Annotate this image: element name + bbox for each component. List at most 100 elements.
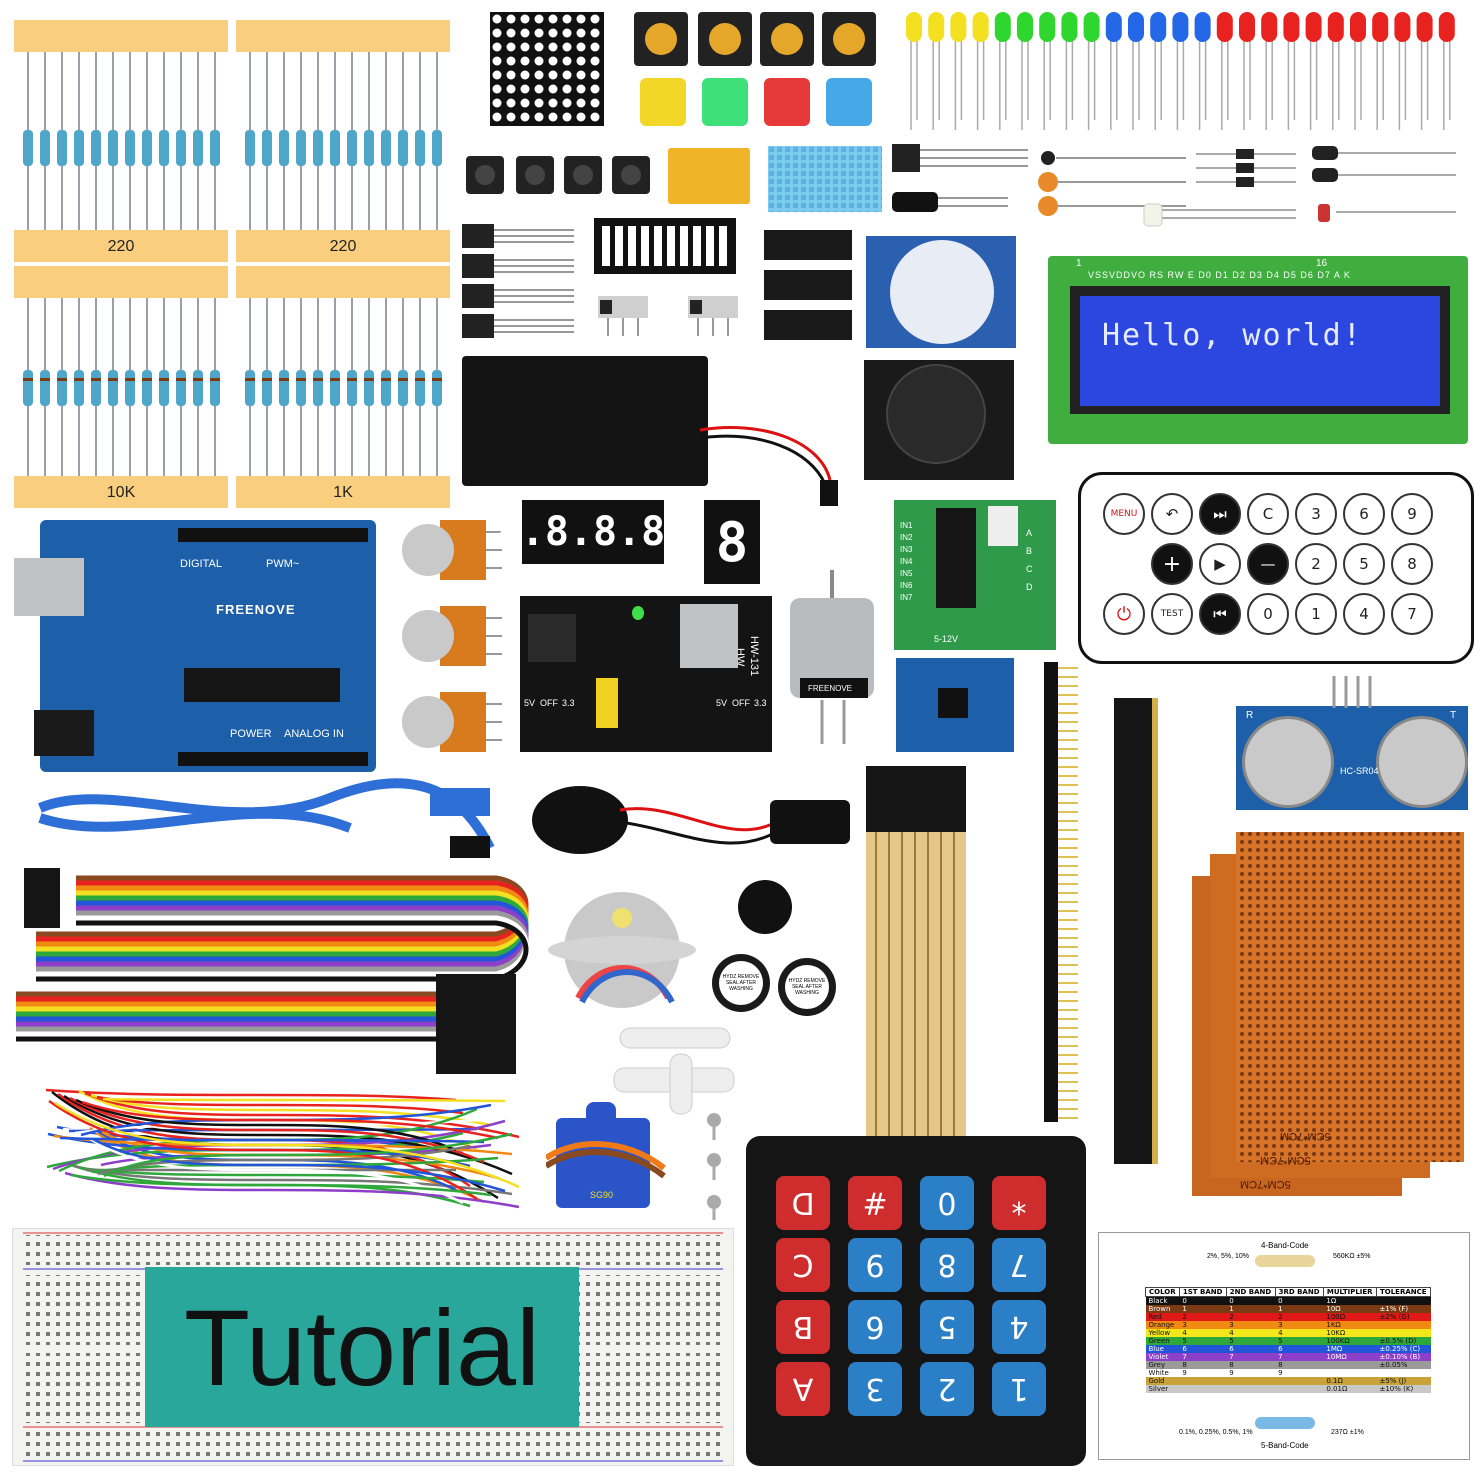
driver-voltage: 5-12V	[934, 634, 959, 644]
arduino-power-label: POWER	[230, 728, 272, 740]
passive-buzzer	[738, 880, 792, 934]
led	[1172, 12, 1189, 42]
remote-key-9[interactable]: 9	[1391, 493, 1433, 535]
remote-key-plus[interactable]: +	[1151, 543, 1193, 585]
remote-key-6[interactable]: 6	[1343, 493, 1385, 535]
remote-key-3[interactable]: 3	[1295, 493, 1337, 535]
keypad-key-C[interactable]: C	[776, 1238, 830, 1292]
chart-5band-title: 5-Band-Code	[1261, 1441, 1309, 1450]
keypad-key-2[interactable]: 2	[920, 1362, 974, 1416]
resistor-label: 1K	[333, 484, 353, 501]
chart-tol-bottom: 0.1%, 0.25%, 0.5%, 1%	[1179, 1429, 1253, 1436]
seven-segment-1digit: 8	[704, 500, 760, 584]
dc-motor: FREENOVE	[786, 570, 882, 746]
resistor-strip-220-a: 220	[14, 20, 228, 262]
driver-in6: IN6	[900, 581, 913, 590]
tactile-buttons	[632, 12, 878, 128]
led-dot-matrix	[490, 12, 604, 126]
male-pin-header	[1040, 662, 1080, 1122]
remote-key-back[interactable]: ↶	[1151, 493, 1193, 535]
arduino-brand: FREENOVE	[216, 602, 296, 617]
remote-key-0[interactable]: 0	[1247, 593, 1289, 635]
keypad-key-D[interactable]: D	[776, 1176, 830, 1230]
resistor-label: 220	[107, 238, 135, 255]
ir-receiver	[890, 140, 1030, 216]
led	[1438, 12, 1455, 42]
push-buttons-small	[464, 152, 654, 198]
remote-key-power[interactable]: ⏻	[1103, 593, 1145, 635]
keypad-key-8[interactable]: 8	[920, 1238, 974, 1292]
keypad-key-6[interactable]: 6	[848, 1300, 902, 1354]
arduino-digital-label: DIGITAL	[180, 558, 222, 570]
remote-key-c[interactable]: C	[1247, 493, 1289, 535]
remote-key-4[interactable]: 4	[1343, 593, 1385, 635]
remote-key-5[interactable]: 5	[1343, 543, 1385, 585]
keypad-key-7[interactable]: 7	[992, 1238, 1046, 1292]
led	[1416, 12, 1433, 42]
led	[994, 12, 1011, 42]
remote-key-menu[interactable]: MENU	[1103, 493, 1145, 535]
remote-key-prev[interactable]: ⏮	[1199, 593, 1241, 635]
tutorial-banner: Tutorial	[145, 1267, 579, 1427]
stepper-motor	[548, 878, 698, 1022]
usb-cable	[38, 778, 495, 858]
keypad-key-A[interactable]: A	[776, 1362, 830, 1416]
power-right-33: 3.3	[754, 698, 767, 708]
power-right-5v: 5V	[716, 698, 728, 708]
keypad-key-1[interactable]: 1	[992, 1362, 1046, 1416]
keypad-key-B[interactable]: B	[776, 1300, 830, 1354]
chart-example-5: 237Ω ±1%	[1331, 1429, 1364, 1436]
led	[1305, 12, 1322, 42]
power-left-33: 3.3	[562, 698, 575, 708]
led	[1194, 12, 1211, 42]
keypad-key-0[interactable]: 0	[920, 1176, 974, 1230]
battery-wires	[700, 425, 838, 506]
led-assortment	[904, 10, 1468, 132]
remote-key-2[interactable]: 2	[1295, 543, 1337, 585]
breadboard-power-module: HW-131 HW 5V OFF 3.3 5V OFF 3.3	[520, 596, 772, 752]
pir-sensor	[866, 236, 1016, 348]
remote-key-next[interactable]: ⏭	[1199, 493, 1241, 535]
led	[1039, 12, 1056, 42]
resistor-label: 10K	[106, 484, 136, 501]
remote-key-play[interactable]: ▶	[1199, 543, 1241, 585]
keypad-key-4[interactable]: 4	[992, 1300, 1046, 1354]
chart-header: MULTIPLIER	[1322, 1287, 1377, 1297]
ultrasonic-sensor: R T HC-SR04	[1236, 706, 1468, 810]
keypad-key-5[interactable]: 5	[920, 1300, 974, 1354]
led-bar-graph	[594, 218, 736, 274]
keypad-key-#[interactable]: #	[848, 1176, 902, 1230]
remote-key-minus[interactable]: —	[1247, 543, 1289, 585]
relay	[668, 148, 750, 204]
keypad-key-3[interactable]: 3	[848, 1362, 902, 1416]
seven-segment-1digit-text: 8	[715, 510, 749, 574]
screws	[707, 1113, 721, 1220]
led	[1105, 12, 1122, 42]
lcd-pin-labels: VSSVDDVO RS RW E D0 D1 D2 D3 D4 D5 D6 D7…	[1088, 270, 1351, 280]
chart-header: TOLERANCE	[1375, 1287, 1432, 1297]
ic-chips	[760, 226, 856, 346]
lcd-1602: 1 VSSVDDVO RS RW E D0 D1 D2 D3 D4 D5 D6 …	[1048, 256, 1468, 444]
remote-key-7[interactable]: 7	[1391, 593, 1433, 635]
keypad-key-*[interactable]: *	[992, 1176, 1046, 1230]
keypad-key-9[interactable]: 9	[848, 1238, 902, 1292]
resistor-strip-220-b: 220	[236, 20, 450, 262]
ultrasonic-t: T	[1450, 710, 1457, 721]
perfboards: 5CM*7CM 5CM*7CM 5CM*7CM	[1190, 830, 1468, 1200]
driver-led-a: A	[1026, 528, 1033, 538]
jumper-ribbon-cables	[16, 868, 529, 1074]
buzzer-sticker-2: HYDZ REMOVE SEAL AFTER WASHING	[788, 978, 826, 996]
chart-4band-title: 4-Band-Code	[1261, 1241, 1309, 1250]
tutorial-text: Tutorial	[183, 1286, 541, 1408]
led	[906, 12, 922, 42]
buzzer-2: HYDZ REMOVE SEAL AFTER WASHING	[778, 958, 836, 1016]
remote-key-test[interactable]: TEST	[1151, 593, 1193, 635]
remote-key-8[interactable]: 8	[1391, 543, 1433, 585]
mpu-sensor-module	[896, 658, 1014, 752]
remote-key-1[interactable]: 1	[1295, 593, 1337, 635]
driver-led-d: D	[1026, 582, 1033, 592]
resistor-4band-icon	[1255, 1255, 1315, 1267]
